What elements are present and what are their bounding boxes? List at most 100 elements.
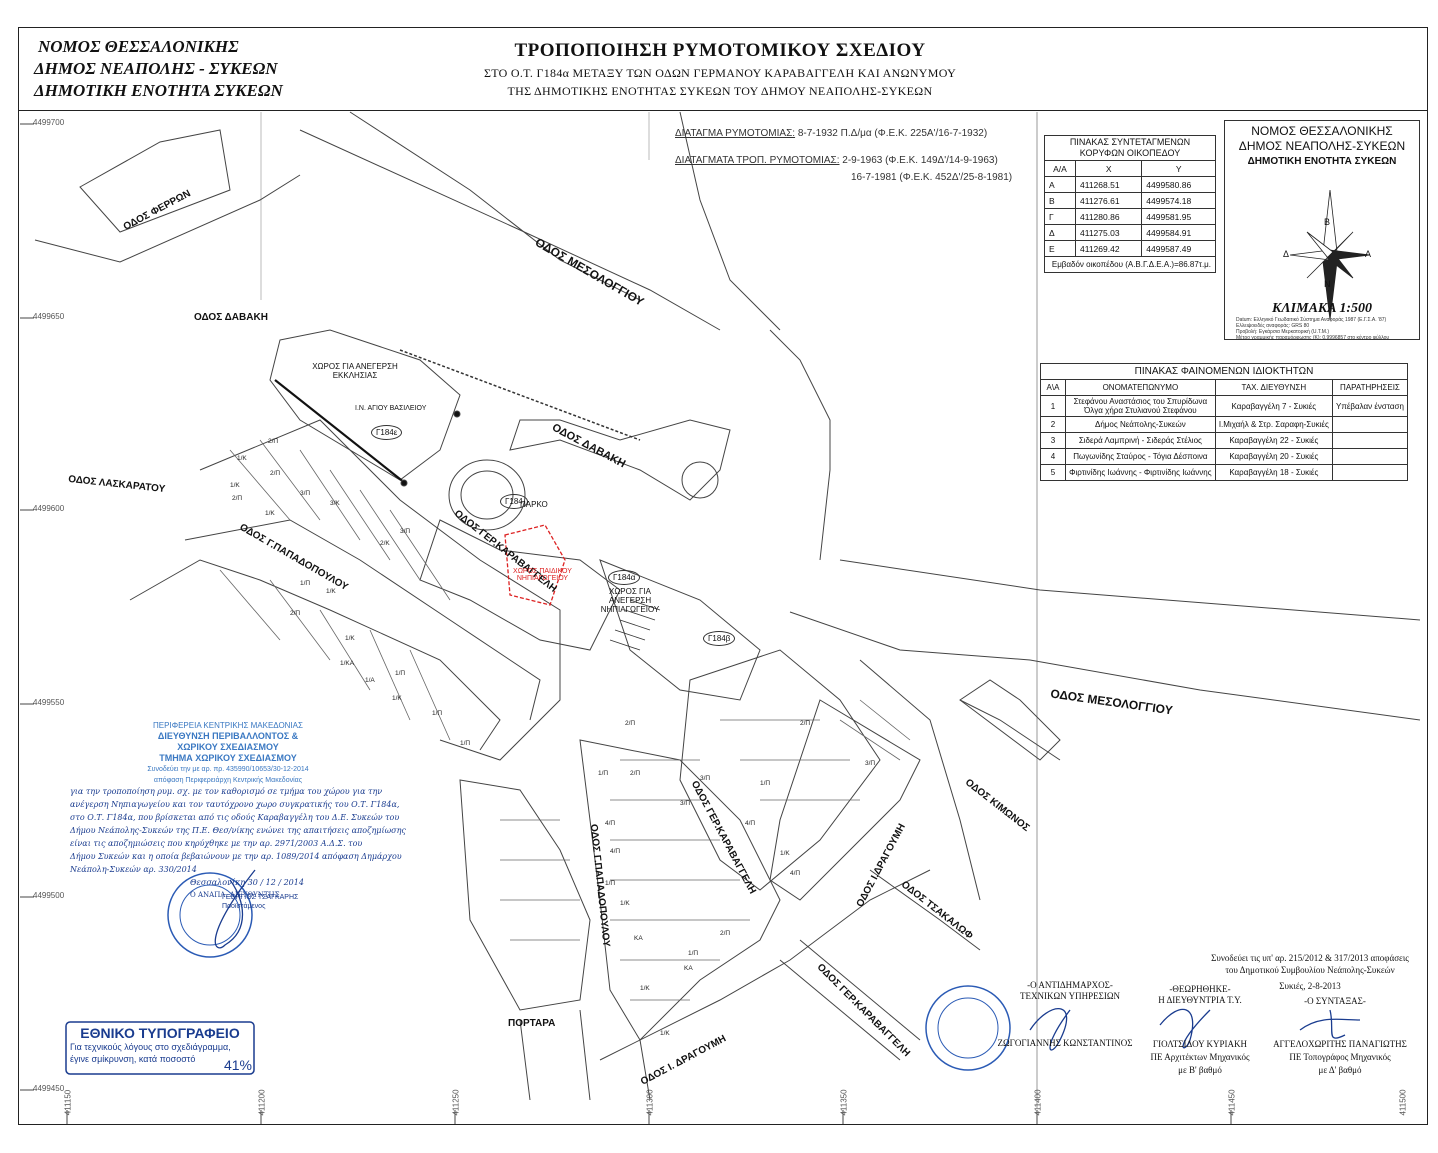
author-name: ΑΓΓΕΛΟΧΩΡΙΤΗΣ ΠΑΝΑΓΙΩΤΗΣ: [1273, 1039, 1407, 1049]
reviewed-sub: Η ΔΙΕΥΘΥΝΤΡΙΑ Τ.Υ.: [1158, 995, 1242, 1005]
nursery-red-label: ΧΩΡΟΣ ΠΑΙΔΙΚΟΥ ΝΗΠΙΑΓΩΓΕΙΟΥ: [513, 568, 572, 582]
note-line: Ελλειψοειδές αναφοράς: GRS 80: [1236, 323, 1310, 329]
author-grade: με Δ' βαθμό: [1318, 1065, 1362, 1075]
coord-cell: Ε: [1044, 240, 1076, 257]
deputy-name: ΖΩΓΟΓΙΑΝΝΗΣ ΚΩΝΣΤΑΝΤΙΝΟΣ: [997, 1038, 1133, 1048]
decree-1-label: ΔΙΑΤΑΓΜΑ ΡΥΜΟΤΟΜΙΑΣ:: [675, 128, 796, 139]
parcel-label: ΚΑ: [634, 935, 643, 942]
coord-cell: 4499580.86: [1141, 176, 1216, 193]
parcel-label: 3/Π: [700, 775, 711, 782]
coord-title-2: ΚΟΡΥΦΩΝ ΟΙΚΟΠΕΔΟΥ: [1079, 148, 1181, 158]
coord-header-aa: Α/Α: [1044, 160, 1076, 177]
parcel-label: 2/Π: [290, 610, 301, 617]
parcel-label: 2/Π: [800, 720, 811, 727]
owners-cell: Φιρτινίδης Ιωάννης - Φιρτινίδης Ιωάννης: [1065, 464, 1216, 481]
deputy-sub: ΤΕΧΝΙΚΩΝ ΥΠΗΡΕΣΙΩΝ: [1019, 991, 1121, 1001]
document-title: ΤΡΟΠΟΠΟΙΗΣΗ ΡΥΜΟΤΟΜΙΚΟΥ ΣΧΕΔΙΟΥ: [514, 40, 926, 61]
coord-cell: 4499574.18: [1141, 192, 1216, 209]
parcel-label: 1/Κ: [326, 588, 336, 595]
reviewer-name-block: ΓΙΟΛΤΣΙΔΟΥ ΚΥΡΙΑΚΗ ΠΕ Αρχιτέκτων Μηχανικ…: [1135, 1038, 1265, 1077]
region-line-1: ΝΟΜΟΣ ΘΕΣΣΑΛΟΝΙΚΗΣ: [38, 37, 239, 56]
owners-cell: Υπέβαλαν ένσταση: [1331, 395, 1409, 417]
stamp-line-3: ΧΩΡΙΚΟΥ ΣΧΕΔΙΑΣΜΟΥ: [177, 742, 279, 752]
document-subtitle-2: ΤΗΣ ΔΗΜΟΤΙΚΗΣ ΕΝΟΤΗΤΑΣ ΣΥΚΕΩΝ ΤΟΥ ΔΗΜΟΥ …: [507, 84, 933, 98]
owners-cell: Πωγωνίδης Σταύρος - Τόγια Δέσποινα: [1065, 448, 1216, 465]
owners-cell: Σιδερά Λαμπρινή - Σιδεράς Στέλιος: [1065, 432, 1216, 449]
owners-cell: Ι.Μιχαήλ & Στρ. Σαραφη-Συκιές: [1214, 416, 1333, 433]
owners-cell: 4: [1040, 448, 1066, 465]
parcel-label: 1/Κ: [392, 695, 402, 702]
note-line: Datum: Ελληνικό Γεωδαιτικό Σύστημα Αναφο…: [1236, 317, 1387, 323]
compass-s-label: Ν: [1324, 279, 1331, 289]
coord-cell: Δ: [1044, 224, 1076, 241]
handwriting-line: Δήμου Νεάπολης-Συκεών της Π.Ε. Θεσ/νίκης…: [70, 826, 406, 835]
parcel-label: 1/Κ: [265, 510, 275, 517]
printing-notice: ΕΘΝΙΚΟ ΤΥΠΟΓΡΑΦΕΙΟ Για τεχνικούς λόγους …: [66, 1022, 254, 1074]
parcel-label: 3/Π: [680, 800, 691, 807]
owners-cell: 5: [1040, 464, 1066, 481]
stamp-signer-name: ΓΕΩΡΓΙΟΣ ΤΣΑΓΚΑΡΗΣ: [222, 894, 299, 901]
compass-w-label: Δ: [1283, 249, 1290, 259]
owners-cell: [1331, 464, 1409, 481]
parcel-label: ΚΑ: [684, 965, 693, 972]
coord-cell: 4499587.49: [1141, 240, 1216, 257]
owners-cell: Στεφάνου Αναστάσιος του Σπυρίδωνα Όλγα χ…: [1065, 395, 1216, 417]
region-heading: ΝΟΜΟΣ ΘΕΣΣΑΛΟΝΙΚΗΣ ΔΗΜΟΣ ΝΕΑΠΟΛΗΣ - ΣΥΚΕ…: [34, 36, 334, 102]
owners-cell: 2: [1040, 416, 1066, 433]
place-date: Συκιές, 2-8-2013: [1279, 981, 1341, 991]
parcel-label: 2/Π: [720, 930, 731, 937]
owners-title: ΠΙΝΑΚΑΣ ΦΑΙΝΟΜΕΝΩΝ ΙΔΙΟΚΤΗΤΩΝ: [1040, 363, 1408, 380]
nursery-area-label: ΧΩΡΟΣ ΓΙΑ ΑΝΕΓΕΡΣΗ ΝΗΠΙΑΓΩΓΕΙΟΥ: [600, 587, 660, 614]
parcel-label: 4/Π: [745, 820, 756, 827]
stamp-line-4: ΤΜΗΜΑ ΧΩΡΙΚΟΥ ΣΧΕΔΙΑΣΜΟΥ: [159, 753, 297, 763]
printing-line-2: έγινε σμίκρυνση, κατά ποσοστό: [70, 1054, 196, 1064]
x-tick-6: 411400: [1033, 1089, 1043, 1116]
owners-cell: Καραβαγγέλη 20 - Συκιές: [1214, 448, 1333, 465]
parcel-label: 1/Π: [605, 880, 616, 887]
note-line: Προβολή: Εγκάρσια Μερκατορική (U.T.M.): [1236, 329, 1329, 335]
author-title: -Ο ΣΥΝΤΑΞΑΣ-: [1304, 996, 1366, 1006]
coord-cell: 4499581.95: [1141, 208, 1216, 225]
reviewer-block: -ΘΕΩΡΗΘΗΚΕ- Η ΔΙΕΥΘΥΝΤΡΙΑ Τ.Υ.: [1145, 984, 1255, 1006]
church-area-label: ΧΩΡΟΣ ΓΙΑ ΑΝΕΓΕΡΣΗ ΕΚΚΛΗΣΙΑΣ: [312, 362, 398, 380]
x-tick-5: 411350: [839, 1089, 849, 1116]
parcel-label: 2/Π: [232, 495, 243, 502]
y-tick-5: 4499500: [33, 891, 65, 900]
parcel-label: 1/Κ: [230, 482, 240, 489]
y-tick-3: 4499600: [33, 504, 65, 513]
x-tick-8: 411500: [1398, 1089, 1408, 1116]
coord-header-x: X: [1074, 160, 1143, 177]
x-tick-2: 411200: [257, 1089, 267, 1116]
handwriting-line: ανέγερση Νηπιαγωγείου και τον ταυτόχρονο…: [70, 800, 400, 809]
parcel-label: 2/Π: [630, 770, 641, 777]
parcel-label: 1/Κ: [780, 850, 790, 857]
council-line-1: Συνοδεύει τις υπ' αρ. 215/2012 & 317/201…: [1211, 953, 1409, 963]
parcel-label: 3/Π: [400, 528, 411, 535]
council-line-2: του Δημοτικού Συμβουλίου Νεάπολης-Συκεών: [1225, 965, 1395, 975]
owners-cell: Καραβαγγέλη 18 - Συκιές: [1214, 464, 1333, 481]
handwriting-line: είναι τις αποζημιώσεις που κηρύχθηκε με …: [70, 839, 363, 848]
owners-cell: [1331, 448, 1409, 465]
stamp-ref: Συνοδεύει την με αρ. πρ. 435990/10653/30…: [147, 766, 309, 773]
parcel-label: 1/Π: [432, 710, 443, 717]
handwritten-note: για την τροποποίηση ρυμ. σχ. με τον καθο…: [70, 785, 415, 902]
parcel-label: 1/Π: [760, 780, 771, 787]
y-tick-6: 4499450: [33, 1084, 65, 1093]
owners-table-box: ΠΙΝΑΚΑΣ ΦΑΙΝΟΜΕΝΩΝ ΙΔΙΟΚΤΗΤΩΝ Α\Α ΟΝΟΜΑΤ…: [1040, 363, 1410, 481]
stamp-signer-role: Προϊστάμενος: [222, 903, 266, 910]
handwriting-line: για την τροποποίηση ρυμ. σχ. με τον καθο…: [70, 787, 383, 796]
owners-table: ΠΙΝΑΚΑΣ ΦΑΙΝΟΜΕΝΩΝ ΙΔΙΟΚΤΗΤΩΝ Α\Α ΟΝΟΜΑΤ…: [1040, 363, 1409, 481]
block-label-g184e: Γ184ε: [371, 425, 403, 440]
owners-cell: [1331, 432, 1409, 449]
coord-cell: Γ: [1044, 208, 1076, 225]
church-label: Ι.Ν. ΑΓΙΟΥ ΒΑΣΙΛΕΙΟΥ: [355, 405, 427, 412]
